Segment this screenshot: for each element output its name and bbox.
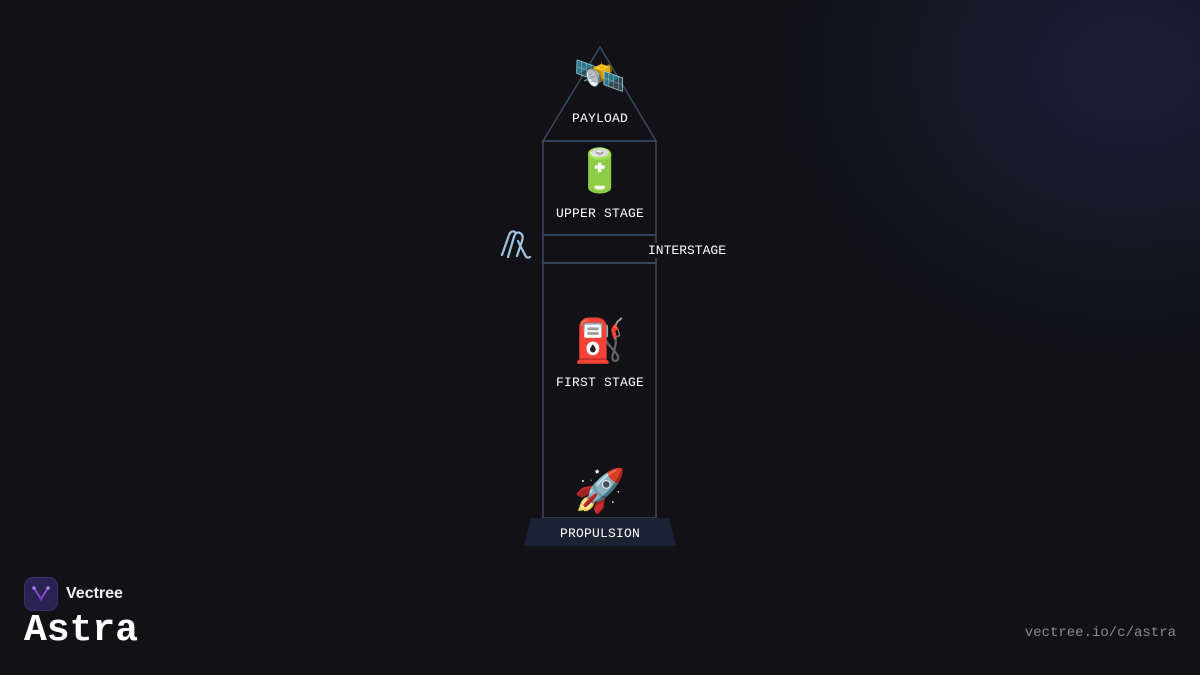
first-stage-label: FIRST STAGE bbox=[555, 375, 645, 390]
fuel-pump-icon: ⛽ bbox=[573, 316, 627, 365]
brand-name: Vectree bbox=[66, 585, 123, 602]
brand[interactable]: Vectree bbox=[24, 577, 123, 611]
propulsion-base bbox=[524, 518, 676, 546]
interstage-body bbox=[542, 234, 657, 264]
propulsion-label: PROPULSION bbox=[559, 526, 641, 541]
project-title: Astra bbox=[24, 609, 139, 652]
interstage-label: INTERSTAGE bbox=[645, 243, 730, 258]
upper-stage-label: UPPER STAGE bbox=[555, 206, 645, 221]
satellite-icon: 🛰️ bbox=[573, 51, 627, 100]
vectree-logo-icon bbox=[24, 577, 58, 611]
rocket-icon: 🚀 bbox=[573, 466, 627, 515]
project-url[interactable]: vectree.io/c/astra bbox=[1024, 625, 1176, 641]
payload-label: PAYLOAD bbox=[571, 111, 629, 126]
paperclip-icon bbox=[500, 230, 532, 259]
battery-icon: 🔋 bbox=[573, 146, 627, 195]
